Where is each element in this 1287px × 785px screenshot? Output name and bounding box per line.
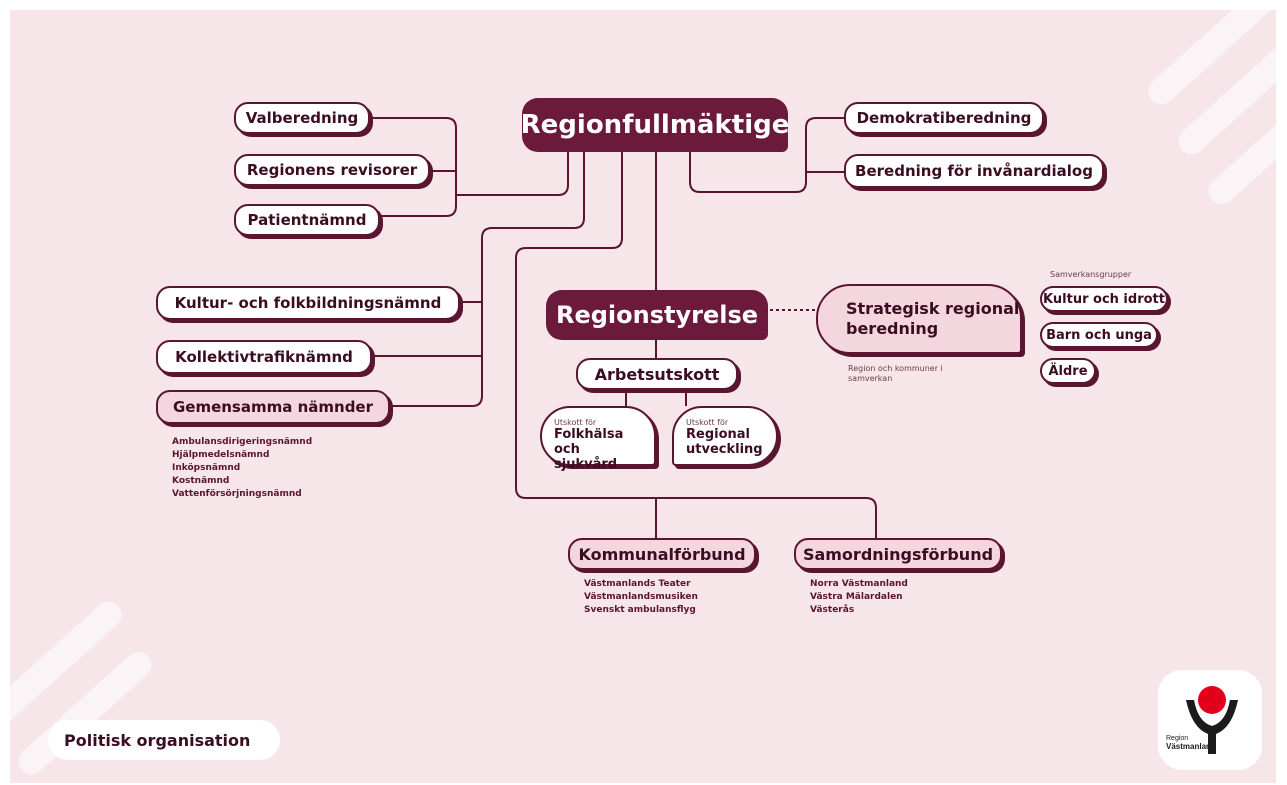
list-item: Hjälpmedelsnämnd	[172, 450, 270, 460]
list-item: Ambulansdirigeringsnämnd	[172, 437, 313, 447]
slide-title-footer: Politisk organisation	[48, 720, 280, 760]
samverkansgrupper-heading: Samverkansgrupper	[1050, 270, 1132, 279]
kultur-folkbildningsnamnd-node: Kultur- och folkbildningsnämnd	[156, 286, 460, 320]
arbetsutskott-node: Arbetsutskott	[576, 358, 738, 390]
utskott-prefix: Utskott för	[686, 418, 729, 427]
logo-icon: Region Västmanland	[1166, 686, 1238, 754]
samordningsforbund-list: Norra Västmanland Västra Mälardalen Väst…	[810, 578, 908, 617]
regionstyrelse-node: Regionstyrelse	[546, 290, 768, 340]
list-item: Inköpsnämnd	[172, 463, 241, 473]
barn-och-unga-node: Barn och unga	[1040, 322, 1158, 348]
gemensamma-namnder-node: Gemensamma nämnder	[156, 390, 390, 424]
list-item: Svenskt ambulansflyg	[584, 605, 696, 615]
slide-title: Politisk organisation	[64, 730, 251, 750]
samordningsforbund-node: Samordningsförbund	[794, 538, 1002, 570]
beredning-for-invanardialog-node: Beredning för invånardialog	[844, 154, 1104, 188]
utskott-folkhalsa-node: Utskott för Folkhälsa och sjukvård	[540, 406, 656, 472]
regionfullmaktige-node: Regionfullmäktige	[521, 98, 789, 152]
list-item: Vattenförsörjningsnämnd	[172, 489, 302, 499]
list-item: Kostnämnd	[172, 476, 230, 486]
valberedning-node: Valberedning	[234, 102, 370, 134]
strategisk-regional-beredning-node: Strategisk regional beredning	[816, 284, 1022, 354]
gemensamma-namnder-list: Ambulansdirigeringsnämnd Hjälpmedelsnämn…	[172, 436, 312, 501]
utskott-regional-utveckling-node: Utskott för Regional utveckling	[672, 406, 778, 466]
kommunalforbund-list: Västmanlands Teater Västmanlandsmusiken …	[584, 578, 698, 617]
list-item: Västmanlands Teater	[584, 579, 691, 589]
list-item: Västerås	[810, 605, 855, 615]
patientnamnd-node: Patientnämnd	[234, 204, 380, 236]
utskott-name: Regional utveckling	[686, 427, 763, 457]
list-item: Norra Västmanland	[810, 579, 908, 589]
regionens-revisorer-node: Regionens revisorer	[234, 154, 430, 186]
demokratiberedning-node: Demokratiberedning	[844, 102, 1044, 134]
list-item: Västmanlandsmusiken	[584, 592, 698, 602]
kommunalforbund-node: Kommunalförbund	[568, 538, 756, 570]
region-vastmanland-logo: Region Västmanland	[1158, 670, 1262, 770]
list-item: Västra Mälardalen	[810, 592, 903, 602]
strategisk-caption: Region och kommuner i samverkan	[848, 364, 943, 383]
connector-lines	[370, 117, 877, 540]
utskott-prefix: Utskott för	[554, 418, 597, 427]
kultur-och-idrott-node: Kultur och idrott	[1040, 286, 1168, 312]
org-chart-slide: Regionfullmäktige Valberedning Regionens…	[10, 10, 1276, 783]
aldre-node: Äldre	[1040, 358, 1096, 384]
kollektivtrafiknamnd-node: Kollektivtrafiknämnd	[156, 340, 372, 374]
utskott-name: Folkhälsa och sjukvård	[554, 427, 624, 472]
logo-text-line1: Region	[1166, 735, 1188, 742]
logo-text-line2: Västmanland	[1166, 742, 1216, 751]
